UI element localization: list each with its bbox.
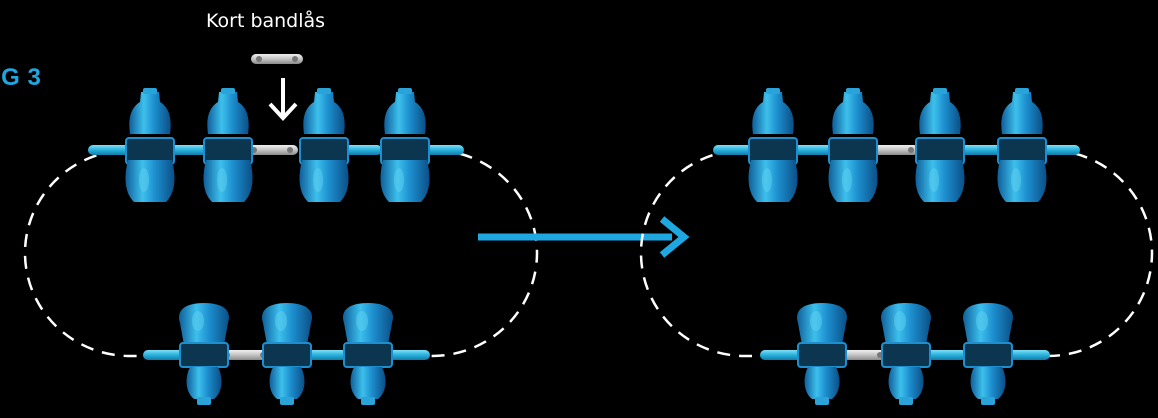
bottle-holder: [178, 302, 230, 406]
figure-label: IG 3: [0, 64, 42, 91]
down-arrow-icon: [268, 78, 298, 121]
bottle-holder: [914, 87, 966, 203]
bottle-holder: [379, 87, 431, 203]
bottle-holder: [796, 302, 848, 406]
bottle-holder: [880, 302, 932, 406]
bottle-holder: [996, 87, 1048, 203]
chain-bottom-right: [760, 302, 1050, 406]
bottle-holder: [298, 87, 350, 203]
bottle-holder: [962, 302, 1014, 406]
bottle-holder: [827, 87, 879, 203]
short-lock-icon: [251, 54, 303, 64]
track-loop-left: [23, 148, 539, 358]
bottle-holder: [202, 87, 254, 203]
bottle-holder: [747, 87, 799, 203]
bottle-holder: [124, 87, 176, 203]
bottle-holder: [342, 302, 394, 406]
chain-bottom-left: [143, 302, 430, 406]
short-lock-in-chain: [246, 145, 298, 155]
transition-arrow-icon: [478, 216, 690, 258]
chain-top-left: [88, 87, 464, 203]
bottle-holder: [261, 302, 313, 406]
chain-top-right: [713, 87, 1080, 203]
short-lock-label: Kort bandlås: [206, 10, 326, 32]
